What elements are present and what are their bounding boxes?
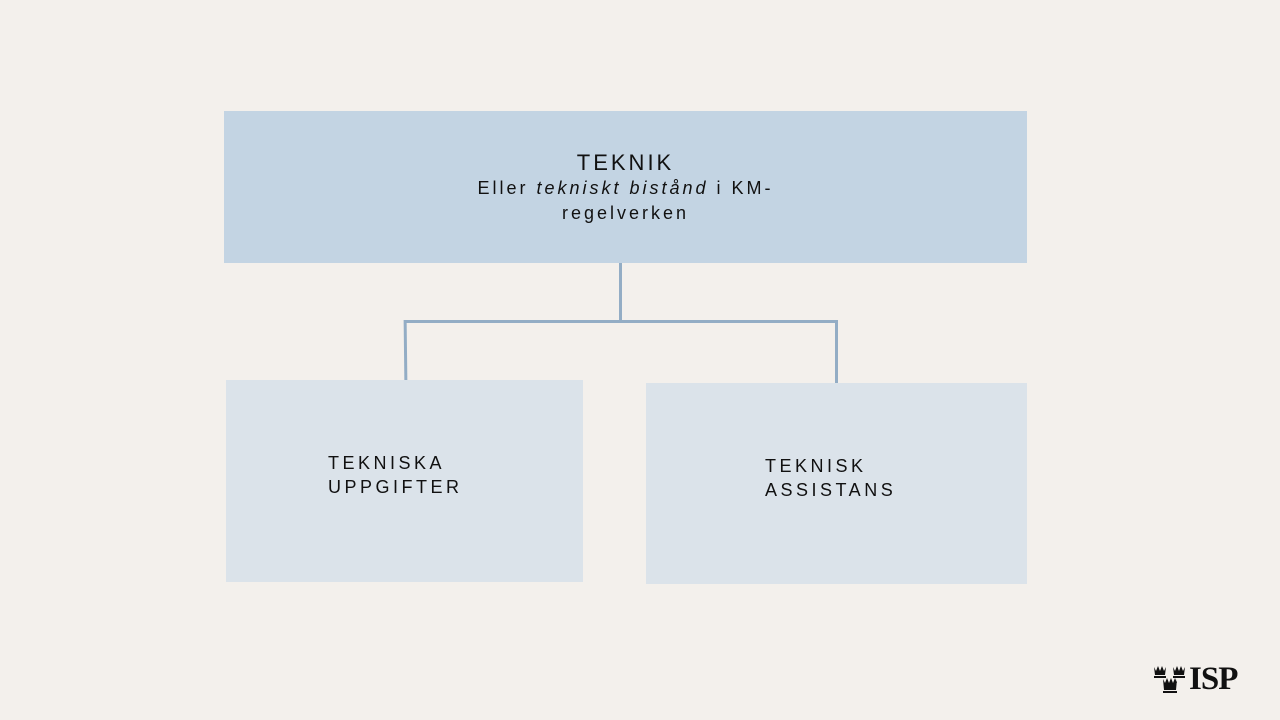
- root-node-subtitle: Eller tekniskt bistånd i KM-regelverken: [477, 178, 774, 223]
- child-node-tekniska-uppgifter: TEKNISKA UPPGIFTER: [226, 380, 583, 582]
- connector-horizontal: [404, 320, 838, 323]
- logo-text: ISP: [1189, 661, 1238, 697]
- root-node-subtitle-italic: tekniskt bistånd: [536, 178, 709, 198]
- child-node-label: TEKNISKA UPPGIFTER: [328, 453, 463, 497]
- isp-logo: ISP: [1153, 661, 1238, 697]
- root-node-teknik: TEKNIK Eller tekniskt bistånd i KM-regel…: [224, 111, 1027, 263]
- connector-vertical-root: [619, 263, 622, 322]
- child-node-label: TEKNISK ASSISTANS: [765, 456, 897, 500]
- connector-vertical-right: [835, 320, 838, 383]
- child-node-teknisk-assistans: TEKNISK ASSISTANS: [646, 383, 1027, 584]
- connector-vertical-left: [403, 320, 408, 382]
- three-crowns-icon: [1154, 666, 1185, 693]
- root-node-title: TEKNIK: [576, 150, 675, 175]
